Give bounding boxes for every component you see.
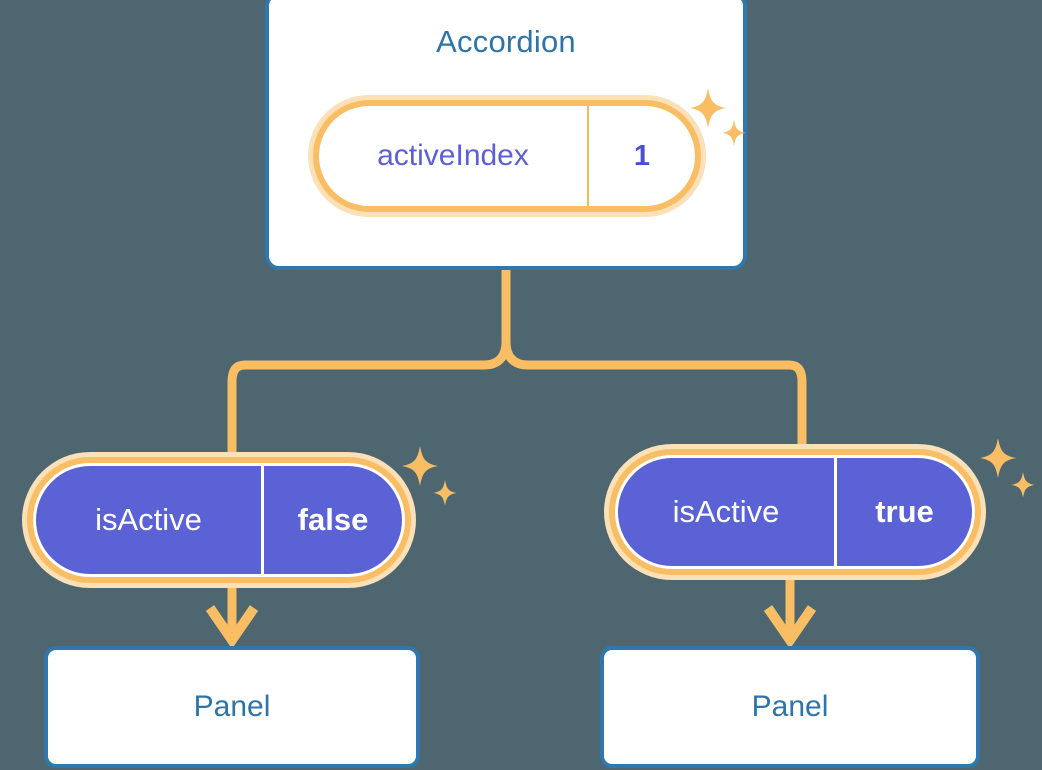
- sparkle-large-icon: [980, 438, 1016, 478]
- pill-ring: activeIndex 1: [313, 100, 701, 212]
- panel-label: Panel: [193, 690, 271, 723]
- sparkle-large-icon: [402, 446, 438, 486]
- pill-ring: isActive false: [27, 457, 411, 583]
- sparkle-small-icon: [722, 120, 746, 146]
- state-pill-activeindex[interactable]: activeIndex 1: [308, 95, 706, 217]
- prop-pill-isactive-true[interactable]: isActive true: [604, 444, 986, 580]
- arrowhead-right: [763, 605, 817, 649]
- panel-card-right[interactable]: Panel: [600, 646, 980, 768]
- sparkle-small-icon: [1011, 472, 1035, 498]
- prop-pill-isactive-false[interactable]: isActive false: [22, 452, 416, 588]
- prop-value-label: true: [834, 458, 972, 566]
- connector-branch-left: [227, 341, 511, 470]
- state-value-label: 1: [587, 106, 695, 206]
- prop-key-label: isActive: [672, 494, 780, 529]
- connector-branch-right: [501, 341, 807, 462]
- sparkle-group-top: [690, 88, 746, 146]
- sparkle-small-icon: [433, 480, 457, 506]
- sparkle-group-left: [402, 446, 457, 506]
- sparkle-group-right: [980, 438, 1035, 498]
- pill-body: isActive true: [615, 455, 975, 569]
- page-title: Accordion: [436, 24, 576, 59]
- panel-card-left[interactable]: Panel: [44, 646, 420, 768]
- sparkle-large-icon: [690, 88, 726, 128]
- pill-body: isActive false: [33, 463, 405, 577]
- panel-label: Panel: [751, 690, 829, 723]
- pill-body: activeIndex 1: [319, 106, 695, 206]
- state-key-label: activeIndex: [377, 139, 529, 172]
- pill-ring: isActive true: [609, 449, 981, 575]
- prop-key-label: isActive: [95, 502, 202, 537]
- prop-value-label: false: [261, 466, 402, 574]
- arrowhead-left: [205, 605, 259, 649]
